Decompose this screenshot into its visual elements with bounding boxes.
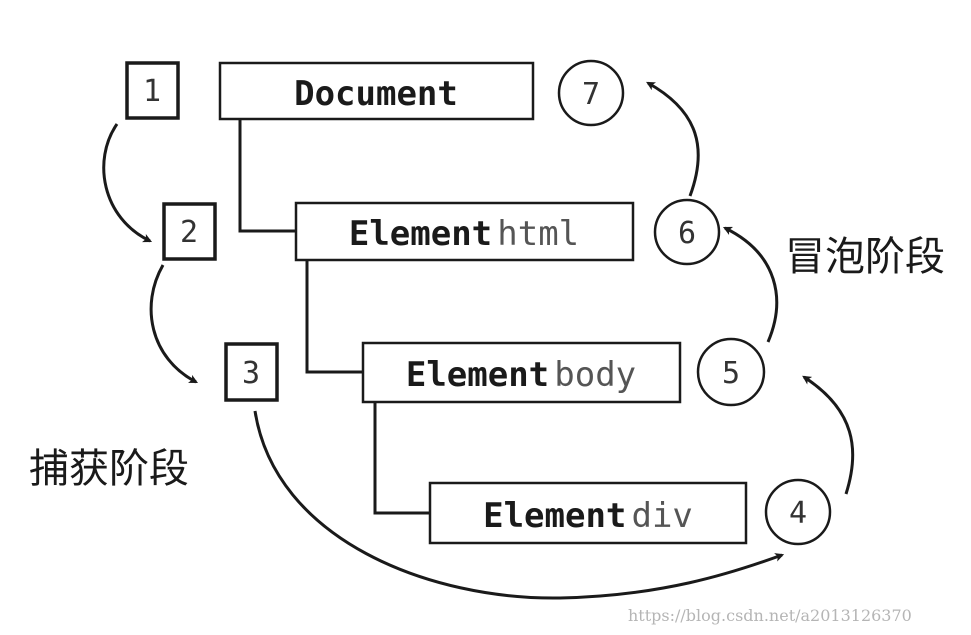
node-body-label: Element body <box>406 355 636 395</box>
bubble-step-6: 6 <box>653 198 721 266</box>
node-document: Document <box>218 61 535 121</box>
bubble-step-5: 5 <box>696 337 766 407</box>
node-body: Element body <box>361 341 682 404</box>
capture-step-2: 2 <box>162 202 217 261</box>
bubble-phase-label: 冒泡阶段 <box>785 234 945 280</box>
svg-text:5: 5 <box>722 356 740 391</box>
svg-text:2: 2 <box>180 215 198 250</box>
capture-arrow-1-to-2 <box>102 123 153 243</box>
watermark-text: https://blog.csdn.net/a2013126370 <box>628 606 912 625</box>
bubble-step-4: 4 <box>764 478 832 546</box>
node-div: Element div <box>428 481 748 545</box>
node-html-label: Element html <box>349 214 579 254</box>
node-div-label: Element div <box>483 496 693 536</box>
svg-text:7: 7 <box>582 77 600 112</box>
node-document-label: Document <box>294 74 458 114</box>
node-html: Element html <box>294 201 635 262</box>
svg-text:1: 1 <box>143 74 161 109</box>
capture-step-1: 1 <box>125 61 180 120</box>
bubble-arrow-5-to-6 <box>722 226 779 343</box>
svg-text:4: 4 <box>789 496 807 531</box>
capture-arrow-2-to-3 <box>149 264 198 384</box>
capture-arrow-3-to-4 <box>253 410 785 600</box>
bubble-arrow-6-to-7 <box>646 81 700 197</box>
bubble-step-7: 7 <box>557 59 625 127</box>
tree-line-html-body <box>305 260 363 374</box>
tree-line-body-div <box>373 402 430 515</box>
svg-text:3: 3 <box>242 356 260 391</box>
tree-line-document-html <box>238 119 296 233</box>
svg-text:6: 6 <box>678 216 696 251</box>
capture-step-3: 3 <box>224 342 279 402</box>
bubble-arrow-4-to-5 <box>802 375 855 495</box>
capture-phase-label: 捕获阶段 <box>29 446 189 492</box>
